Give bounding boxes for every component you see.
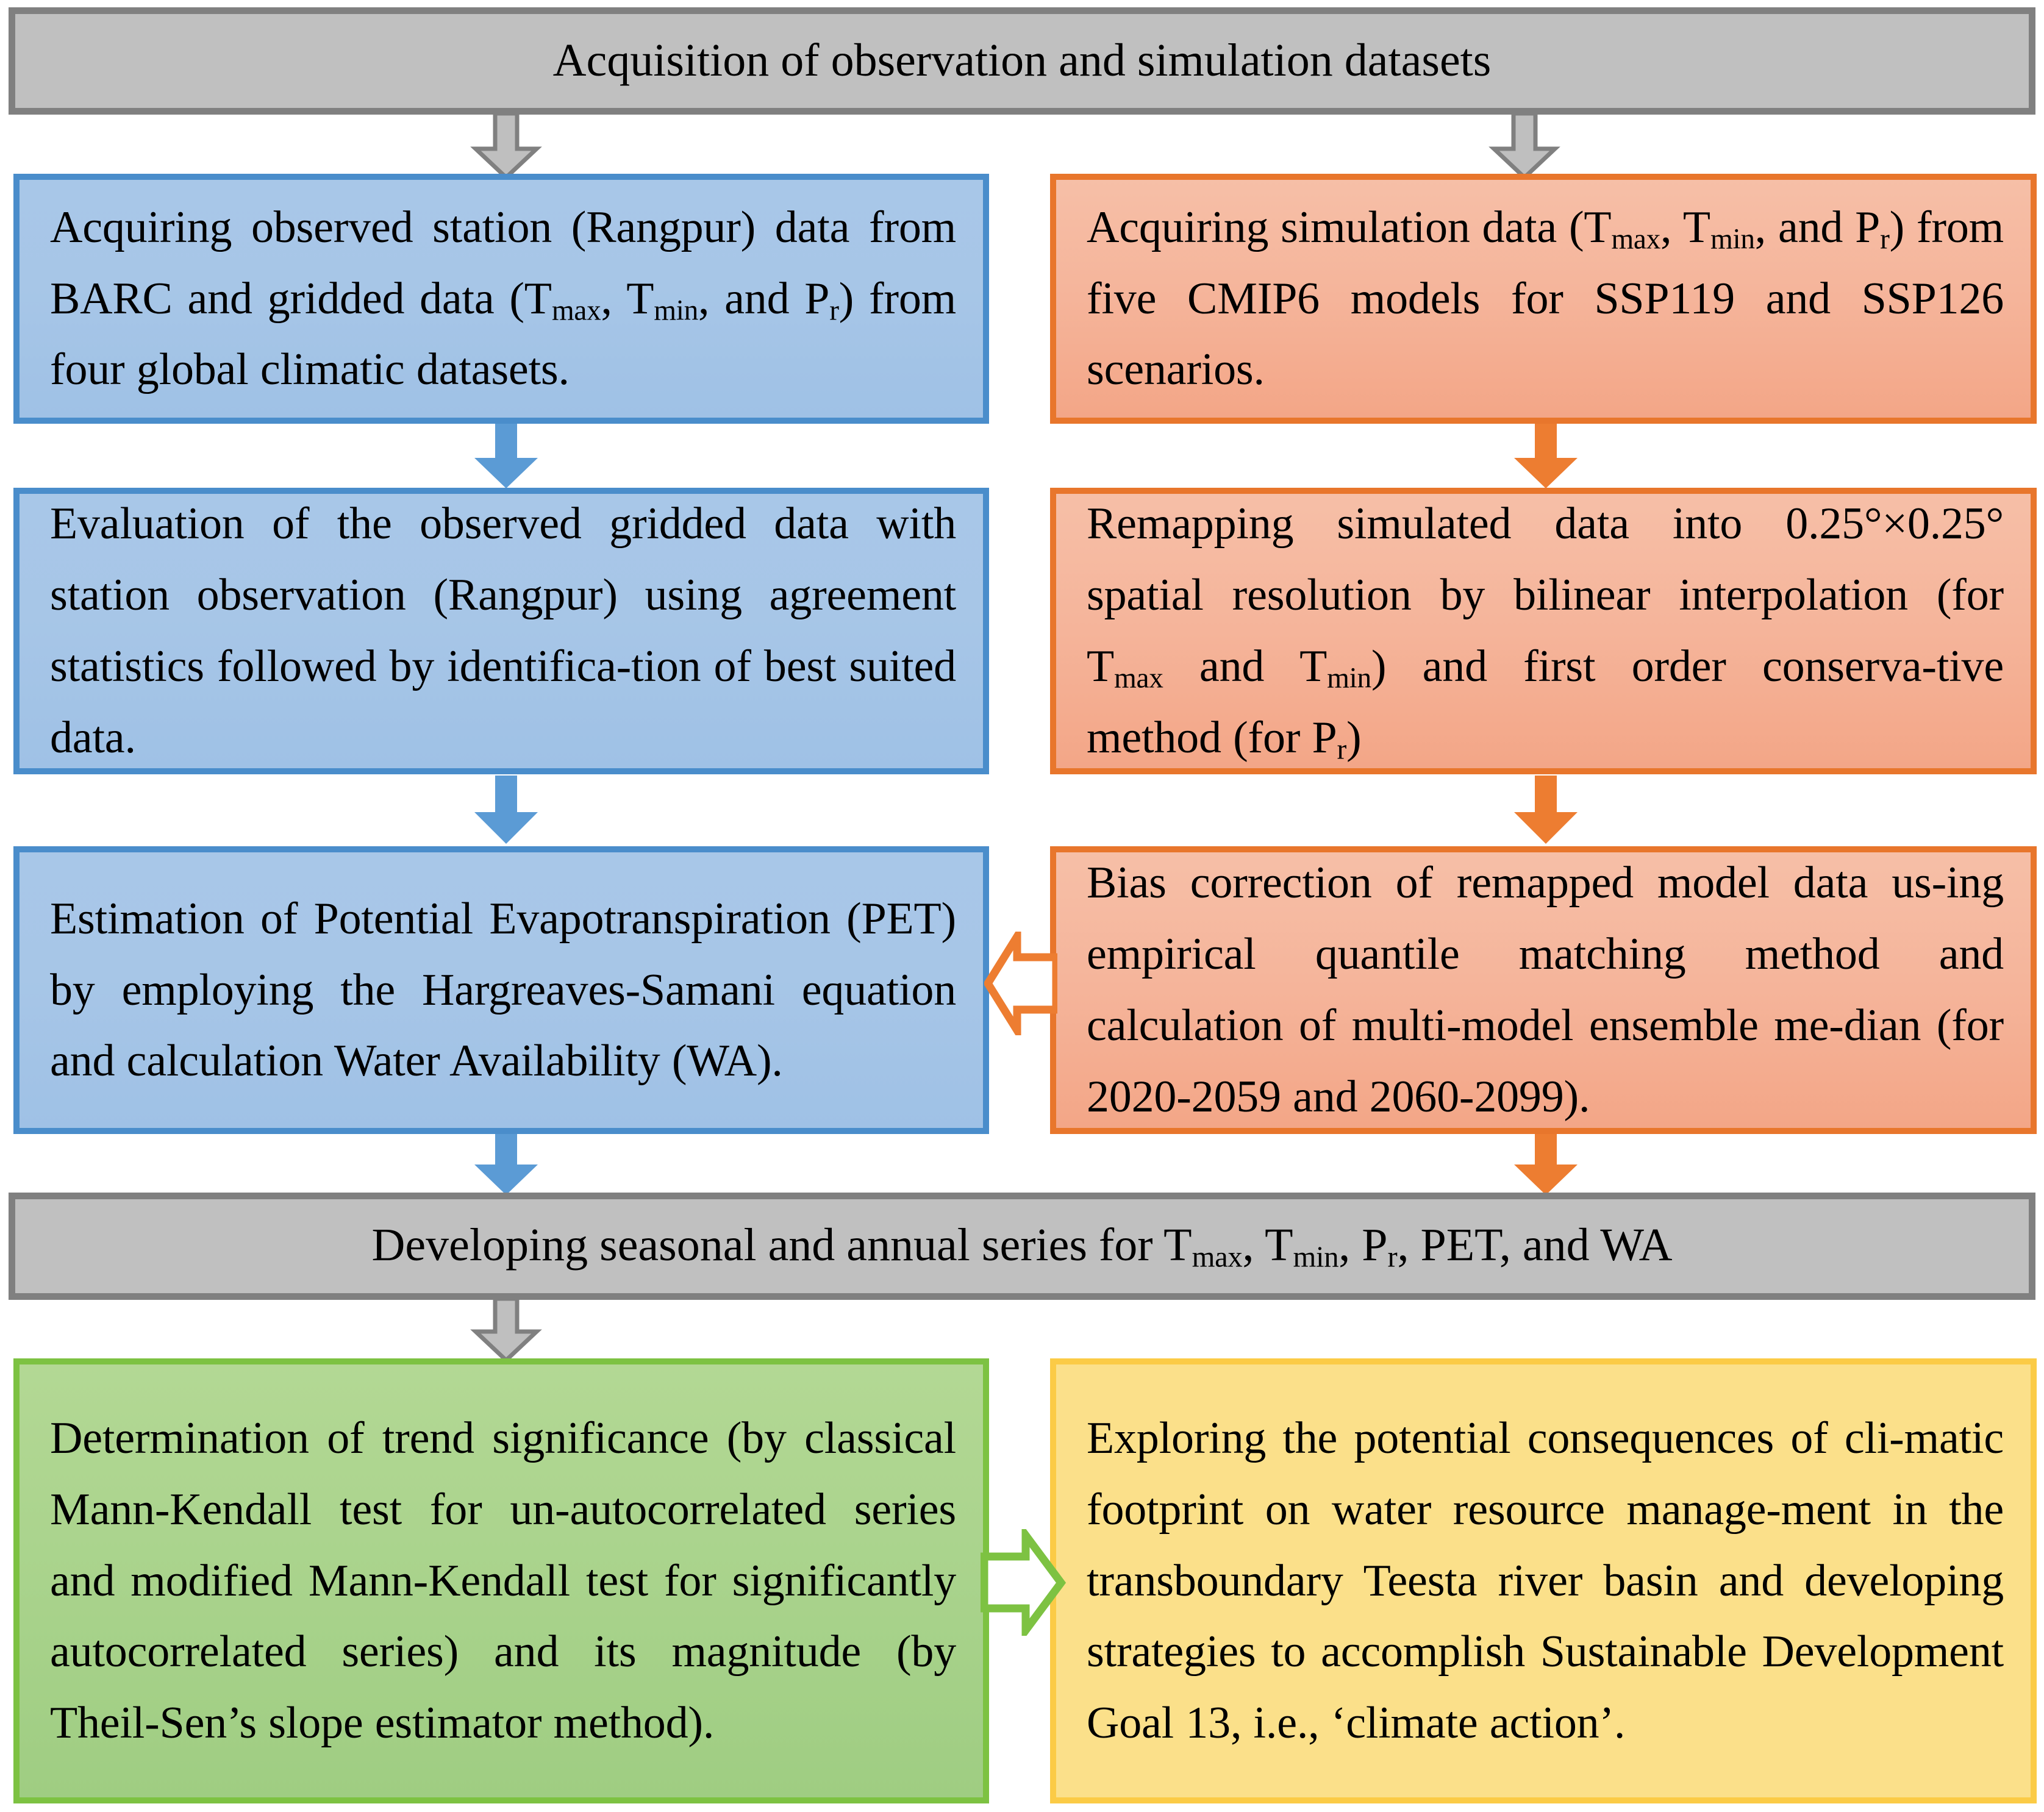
orange-arrow-down-1	[1509, 424, 1582, 490]
step-box-left-2: Evaluation of the observed gridded data …	[13, 488, 989, 774]
step-box-left-3-text: Estimation of Potential Evapotranspirati…	[50, 893, 956, 1086]
step-box-left-4-text: Determination of trend significance (by …	[50, 1413, 956, 1749]
blue-arrow-down-2	[470, 776, 543, 845]
step-box-left-4: Determination of trend significance (by …	[13, 1358, 989, 1803]
grey-arrow-down-mid	[470, 1299, 543, 1362]
step-box-right-2: Remapping simulated data into 0.25°×0.25…	[1050, 488, 2037, 774]
grey-arrow-down-right	[1488, 113, 1561, 179]
step-box-left-2-text: Evaluation of the observed gridded data …	[50, 499, 956, 763]
green-arrow-right	[981, 1529, 1066, 1636]
step-box-right-3: Bias correction of remapped model data u…	[1050, 846, 2037, 1134]
grey-arrow-down-left	[470, 113, 543, 179]
step-box-left-3: Estimation of Potential Evapotranspirati…	[13, 846, 989, 1134]
banner-developing-series: Developing seasonal and annual series fo…	[9, 1193, 2035, 1300]
banner-top-label: Acquisition of observation and simulatio…	[552, 35, 1492, 87]
step-box-right-1-text: Acquiring simulation data (Tmax, Tmin, a…	[1087, 202, 2004, 395]
banner-acquisition-datasets: Acquisition of observation and simulatio…	[9, 7, 2035, 115]
step-box-right-4: Exploring the potential consequences of …	[1050, 1358, 2037, 1803]
blue-arrow-down-1	[470, 424, 543, 490]
step-box-right-3-text: Bias correction of remapped model data u…	[1087, 858, 2004, 1122]
step-box-right-1: Acquiring simulation data (Tmax, Tmin, a…	[1050, 174, 2037, 424]
step-box-right-2-text: Remapping simulated data into 0.25°×0.25…	[1087, 499, 2004, 766]
step-box-left-1-text: Acquiring observed station (Rangpur) dat…	[50, 202, 956, 395]
banner-mid-label: Developing seasonal and annual series fo…	[371, 1219, 1673, 1274]
orange-arrow-down-2	[1509, 776, 1582, 845]
orange-arrow-left	[984, 932, 1057, 1035]
step-box-right-4-text: Exploring the potential consequences of …	[1087, 1413, 2004, 1749]
orange-arrow-down-3	[1509, 1134, 1582, 1196]
blue-arrow-down-3	[470, 1134, 543, 1196]
step-box-left-1: Acquiring observed station (Rangpur) dat…	[13, 174, 989, 424]
